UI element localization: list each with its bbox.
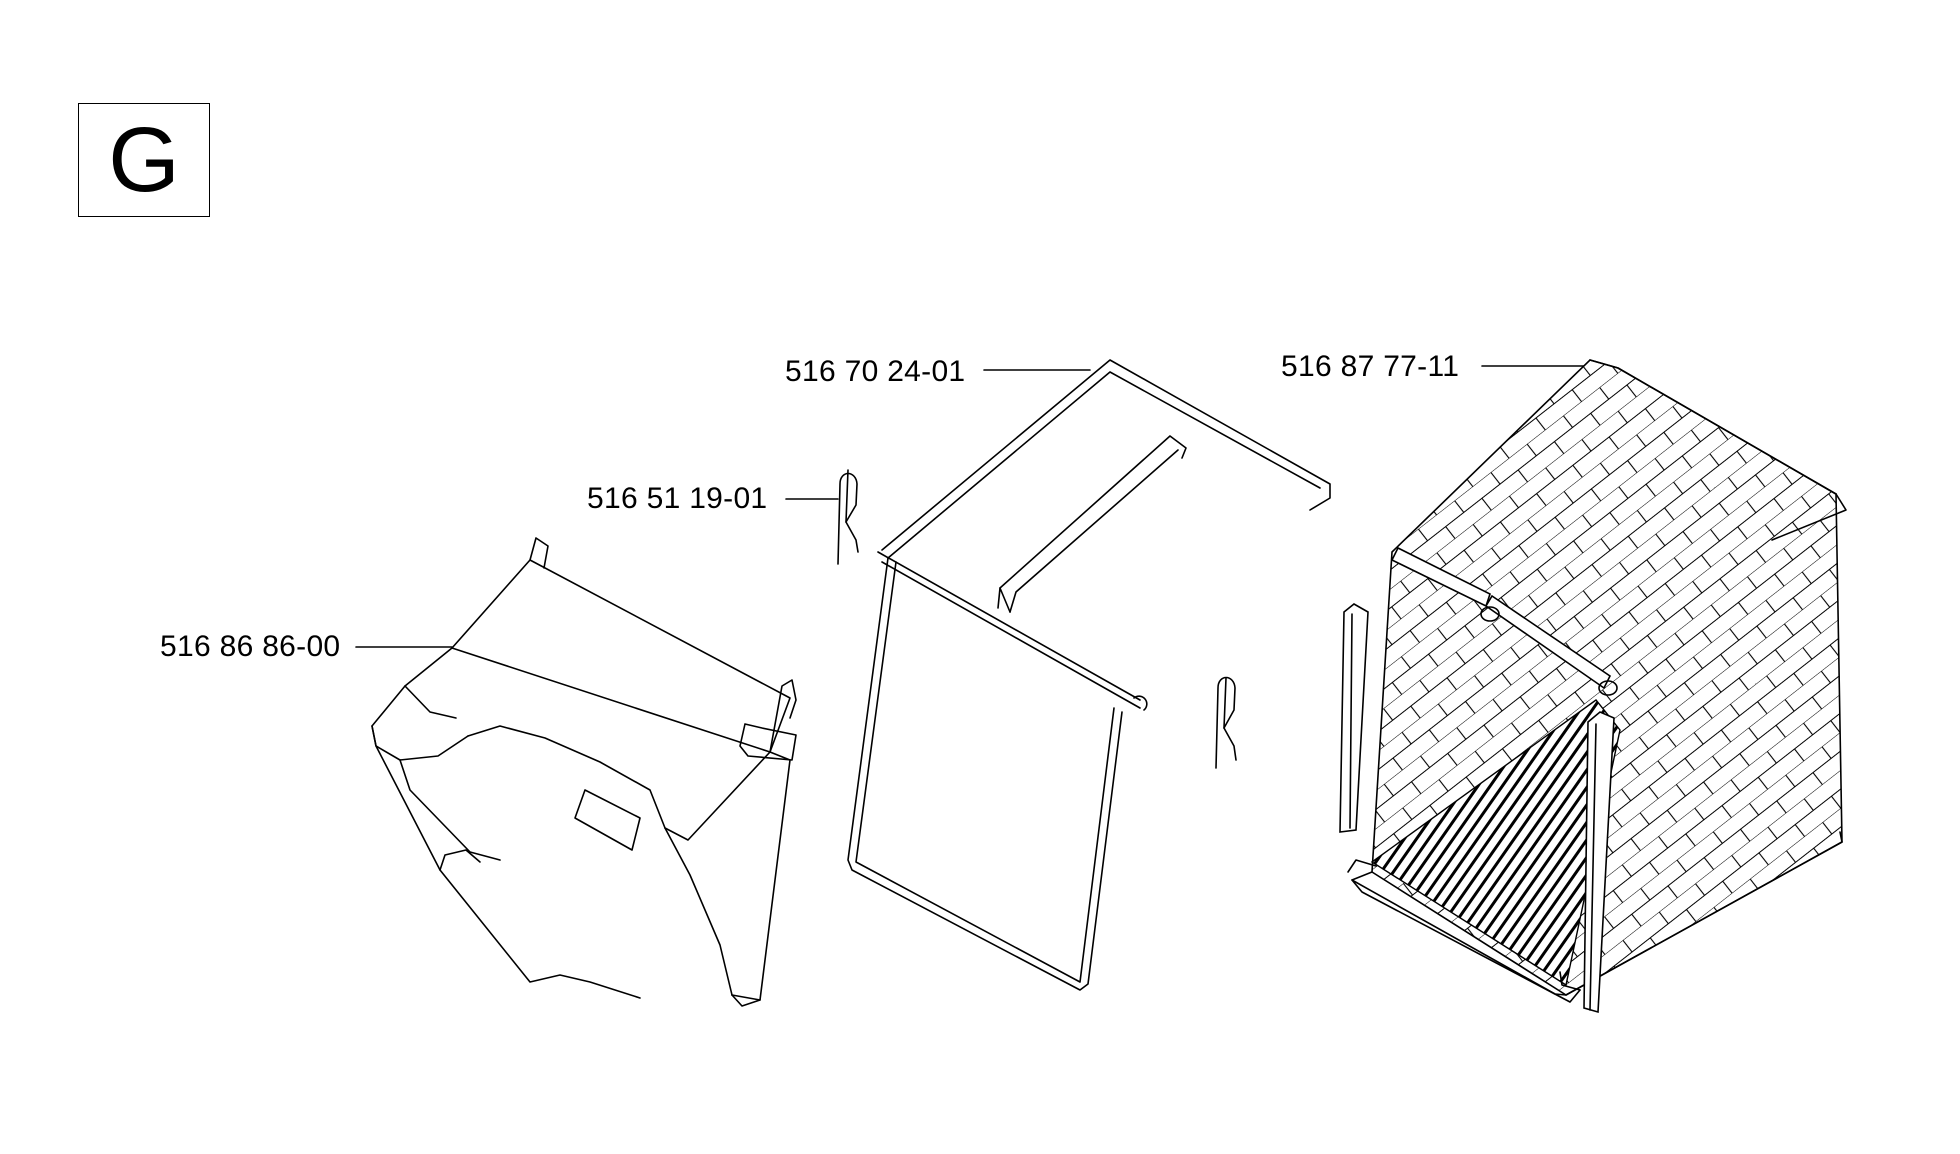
part-label-bag: 516 87 77-11 (1281, 350, 1460, 383)
part-label-clip: 516 51 19-01 (587, 482, 768, 515)
bag-drawing (1339, 359, 1847, 1014)
section-label-box: G (78, 103, 210, 217)
clip-drawing-bottom (1215, 676, 1237, 769)
frame-drawing (847, 359, 1331, 991)
section-letter: G (108, 109, 180, 211)
clip-drawing-top (837, 469, 859, 565)
part-label-chute: 516 86 86-00 (160, 630, 341, 663)
chute-drawing (371, 537, 797, 1007)
part-label-frame: 516 70 24-01 (785, 355, 966, 388)
